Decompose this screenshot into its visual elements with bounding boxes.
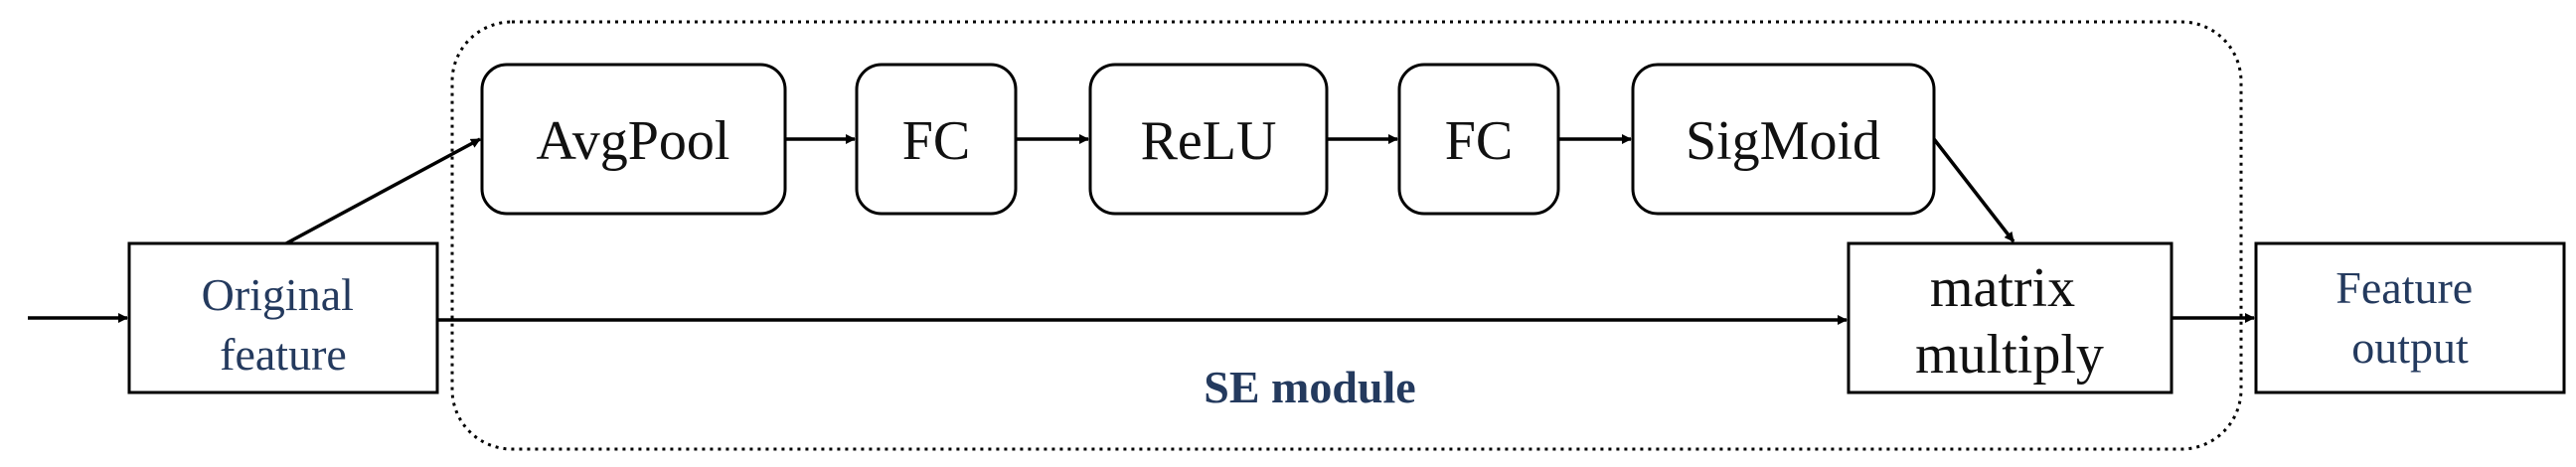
svg-text:Feature output: Feature output: [2335, 262, 2484, 373]
matrix-multiply-node: matrix multiply: [1847, 241, 2174, 394]
feature-output-line-2: output: [2351, 322, 2469, 373]
edge-sigmoid-to-multiply: [1932, 137, 2015, 243]
matrix-multiply-line-2: multiply: [1915, 324, 2104, 386]
se-module-label: SE module: [1204, 362, 1415, 412]
sigmoid-node: SigMoid: [1631, 63, 1936, 216]
svg-text:matrix multiply: matrix multiply: [1915, 257, 2104, 386]
svg-text:Original feature: Original feature: [202, 269, 366, 380]
original-feature-line-1: Original: [202, 269, 354, 320]
feature-output-line-1: Feature: [2335, 262, 2473, 313]
fc-1-node: FC: [855, 63, 1018, 216]
edge-original-to-avgpool: [285, 137, 481, 245]
relu-node: ReLU: [1088, 63, 1329, 216]
sigmoid-label: SigMoid: [1686, 110, 1880, 172]
fc-2-node: FC: [1397, 63, 1560, 216]
fc-1-label: FC: [902, 110, 971, 172]
fc-2-label: FC: [1445, 110, 1514, 172]
matrix-multiply-line-1: matrix: [1930, 257, 2075, 319]
relu-label: ReLU: [1141, 110, 1277, 172]
avgpool-label: AvgPool: [537, 110, 730, 172]
feature-output-node: Feature output: [2254, 241, 2566, 394]
original-feature-node: Original feature: [127, 241, 439, 394]
se-module-boundary: [450, 20, 2243, 451]
avgpool-node: AvgPool: [480, 63, 787, 216]
original-feature-line-2: feature: [220, 329, 347, 380]
